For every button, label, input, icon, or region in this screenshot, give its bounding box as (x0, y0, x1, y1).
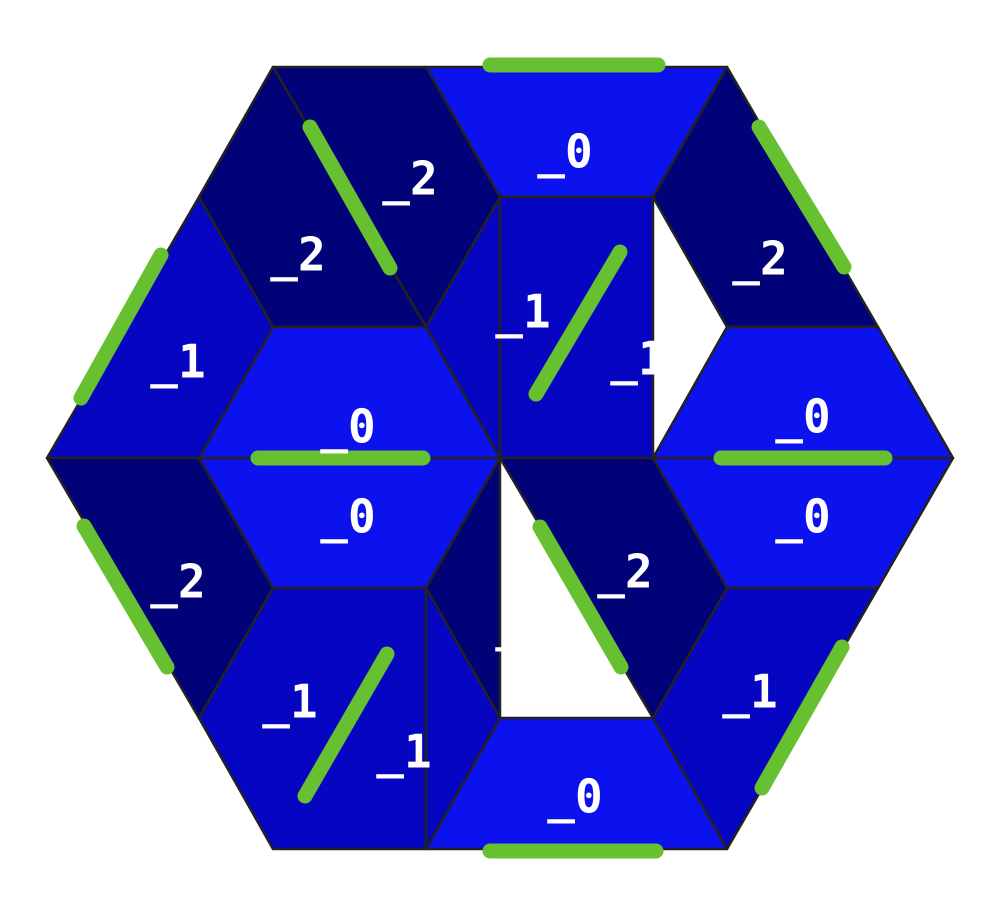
tile-label: _2 (270, 228, 325, 282)
highlight-segment (76, 518, 175, 675)
highlight-segment (754, 639, 850, 796)
tile-label: _1 (150, 335, 205, 389)
tile-label: _0 (775, 390, 830, 444)
tiles-layer (45, 65, 955, 851)
tile-label: _0 (320, 400, 375, 454)
tile-label: _1 (262, 675, 317, 729)
highlight-segment (297, 646, 395, 804)
tile-label: _2 (597, 545, 652, 599)
tile-label: _2 (495, 598, 550, 652)
tile-label: _2 (732, 232, 787, 286)
highlight-layer (73, 57, 893, 859)
tile-label: _1 (376, 725, 431, 779)
tile-label: _2 (382, 152, 437, 206)
tile-shape (197, 586, 428, 851)
highlight-segment (528, 244, 628, 402)
tile-label: _0 (547, 770, 602, 824)
labels-layer: _0 _2 _2 _1 _0 _1 _1 _2 _0 _0 _0 _2 _2 _2 _1 _1 _0 _1 (150, 125, 830, 824)
tile-label: _0 (320, 490, 375, 544)
tile-shape (651, 586, 880, 851)
highlight-segment (302, 119, 398, 276)
tile-label: _0 (537, 125, 592, 179)
highlight-segment (73, 247, 169, 406)
tile-label: _0 (775, 490, 830, 544)
tile-label: _1 (610, 332, 665, 386)
highlight-segment (532, 519, 629, 675)
tile-label: _2 (150, 555, 205, 609)
highlight-segment (751, 119, 852, 275)
tile-label: _1 (722, 665, 777, 719)
tile-label: _1 (495, 285, 550, 339)
